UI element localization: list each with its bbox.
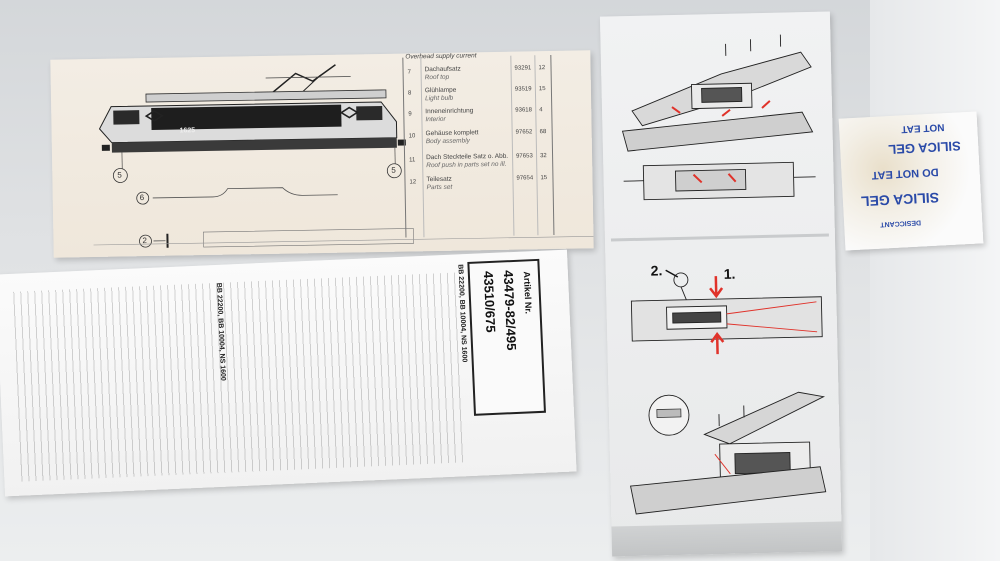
step-2-label: 2.	[650, 262, 663, 279]
article-number-box: Artikel Nr. 43479-82/495 43510/675	[467, 258, 546, 416]
assembly-diagrams	[621, 34, 827, 515]
article-label: Artikel Nr.	[521, 271, 534, 315]
callout-6: 6	[139, 193, 145, 203]
silica-line-5: DESICCANT	[880, 218, 922, 228]
silica-line-3: DO NOT EAT	[871, 165, 939, 182]
silica-line-1: NOT EAT	[900, 121, 945, 135]
callout-2: 2	[142, 236, 148, 246]
callout-5-right: 5	[391, 165, 396, 175]
locomotive-drawing	[93, 64, 594, 248]
instruction-booklet: BB 22200, BB 10004, NS 1600 BB 22200, BB…	[0, 249, 577, 497]
article-number-1: 43479-82/495	[500, 269, 520, 351]
step-1-label: 1.	[723, 265, 736, 282]
booklet-text-columns	[10, 272, 469, 482]
table-edge	[870, 0, 1000, 561]
loco-number: 1625	[179, 127, 196, 135]
parts-list-sheet: 5 5 6 2 1625 Overhead supply current 7 D…	[50, 50, 594, 258]
silica-line-4: SILICA GEL	[860, 189, 940, 210]
sheet-bottom-band	[611, 521, 843, 557]
silica-line-2: SILICA GEL	[887, 138, 962, 158]
article-number-2: 43510/675	[480, 270, 499, 333]
parts-caption: Overhead supply current	[405, 52, 477, 61]
assembly-instruction-sheet: 2. 1.	[599, 11, 843, 557]
callout-5-left: 5	[117, 170, 122, 180]
silica-gel-packet: NOT EAT SILICA GEL DO NOT EAT SILICA GEL…	[838, 111, 984, 251]
